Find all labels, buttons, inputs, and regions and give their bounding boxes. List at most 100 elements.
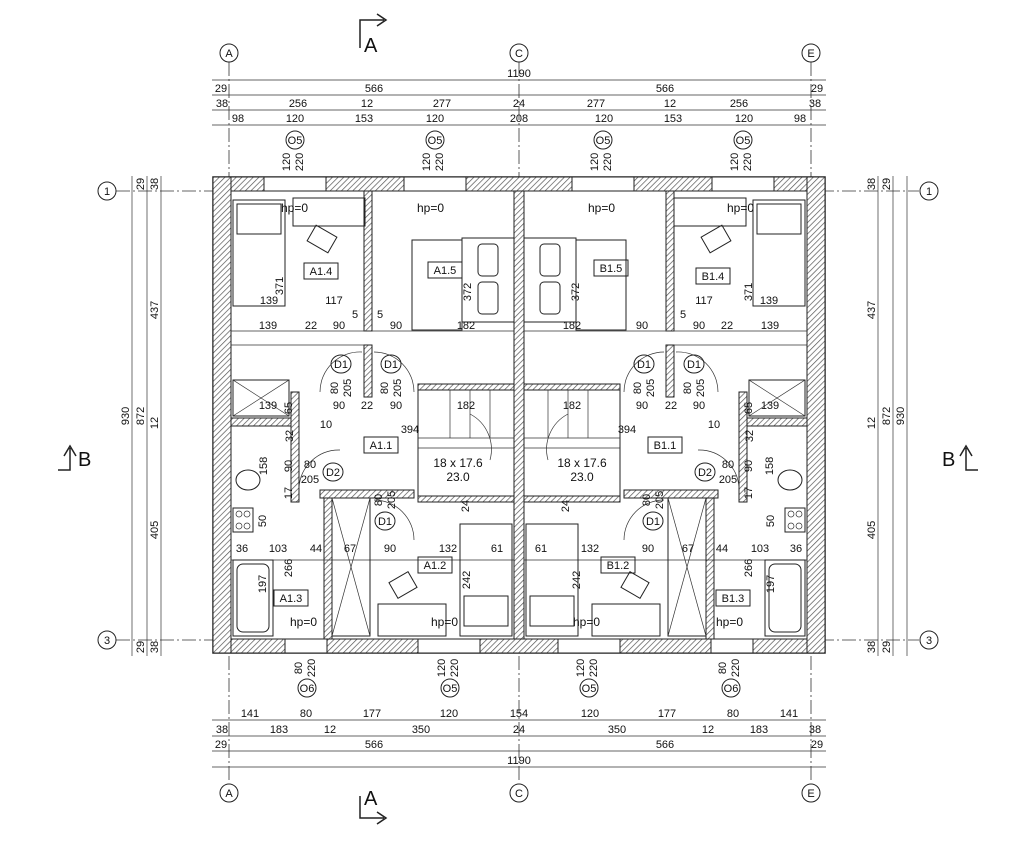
- svg-text:120: 120: [735, 113, 753, 125]
- svg-text:90: 90: [333, 320, 345, 332]
- svg-text:29: 29: [811, 739, 823, 751]
- svg-text:220: 220: [602, 153, 614, 171]
- svg-text:E: E: [807, 48, 814, 60]
- svg-text:12: 12: [361, 98, 373, 110]
- svg-text:153: 153: [664, 113, 682, 125]
- svg-text:90: 90: [283, 460, 295, 472]
- svg-text:17: 17: [283, 487, 295, 499]
- axis-bubble-1-left: 1: [97, 181, 117, 201]
- bed-b12: [525, 523, 579, 637]
- svg-text:O5: O5: [428, 135, 443, 147]
- svg-text:38: 38: [216, 98, 228, 110]
- svg-text:90: 90: [333, 400, 345, 412]
- axis-bubble-c-bottom: C: [509, 783, 529, 803]
- svg-text:B1.3: B1.3: [722, 593, 745, 605]
- room-label-b12: B1.2: [600, 556, 636, 574]
- svg-text:80: 80: [641, 494, 653, 506]
- svg-text:38: 38: [149, 178, 161, 190]
- axis-bubble-1-right: 1: [919, 181, 939, 201]
- svg-text:90: 90: [390, 320, 402, 332]
- svg-text:38: 38: [809, 724, 821, 736]
- svg-text:B: B: [942, 449, 955, 471]
- svg-text:182: 182: [457, 400, 475, 412]
- bottom-dimension-chain: 141 80 177 120 154 120 177 80 141 38 183…: [212, 708, 826, 768]
- room-label-b14: B1.4: [695, 267, 731, 285]
- svg-text:O6: O6: [300, 683, 315, 695]
- closet-a: [232, 379, 290, 417]
- axis-bubble-c-top: C: [509, 43, 529, 63]
- svg-text:80: 80: [300, 708, 312, 720]
- svg-text:B: B: [78, 449, 91, 471]
- stove-b: [784, 507, 806, 533]
- svg-text:10: 10: [708, 419, 720, 431]
- svg-text:158: 158: [258, 457, 270, 475]
- svg-text:24: 24: [513, 724, 525, 736]
- svg-text:12: 12: [866, 417, 878, 429]
- room-label-b11: B1.1: [647, 436, 683, 454]
- svg-text:120: 120: [595, 113, 613, 125]
- svg-text:3: 3: [104, 635, 110, 647]
- svg-text:80: 80: [727, 708, 739, 720]
- svg-text:120: 120: [286, 113, 304, 125]
- svg-text:405: 405: [149, 521, 161, 539]
- svg-text:90: 90: [390, 400, 402, 412]
- svg-text:29: 29: [881, 178, 893, 190]
- svg-text:220: 220: [742, 153, 754, 171]
- svg-text:220: 220: [730, 659, 742, 677]
- axis-bubble-e-top: E: [801, 43, 821, 63]
- svg-text:177: 177: [658, 708, 676, 720]
- svg-text:hp=0: hp=0: [727, 201, 754, 215]
- svg-text:hp=0: hp=0: [588, 201, 615, 215]
- svg-text:394: 394: [618, 424, 636, 436]
- svg-text:A: A: [225, 48, 233, 60]
- svg-text:1190: 1190: [507, 755, 531, 767]
- svg-text:872: 872: [135, 407, 147, 425]
- svg-text:371: 371: [743, 283, 755, 301]
- svg-text:80: 80: [293, 662, 305, 674]
- svg-text:182: 182: [563, 320, 581, 332]
- svg-text:O5: O5: [736, 135, 751, 147]
- svg-text:566: 566: [365, 83, 383, 95]
- section-marker-b-right: B: [942, 444, 978, 471]
- svg-text:29: 29: [215, 739, 227, 751]
- svg-text:90: 90: [636, 400, 648, 412]
- wardrobe-b: [667, 497, 707, 637]
- svg-text:930: 930: [120, 407, 132, 425]
- svg-text:C: C: [515, 48, 523, 60]
- svg-text:22: 22: [305, 320, 317, 332]
- svg-text:24: 24: [513, 98, 525, 110]
- axis-bubble-e-bottom: E: [801, 783, 821, 803]
- svg-text:61: 61: [535, 543, 547, 555]
- svg-text:29: 29: [135, 178, 147, 190]
- svg-text:22: 22: [361, 400, 373, 412]
- door-tag-d2-a: D2 80 205: [301, 459, 344, 486]
- room-label-a11: A1.1: [363, 436, 399, 454]
- svg-text:256: 256: [289, 98, 307, 110]
- window-tag-bottom-1: O6 80 220: [293, 659, 318, 698]
- svg-text:O5: O5: [288, 135, 303, 147]
- svg-text:D2: D2: [326, 467, 340, 479]
- door-tag-d1-b-lower: D1 80 205: [641, 491, 666, 531]
- svg-text:205: 205: [695, 379, 707, 397]
- svg-text:3: 3: [926, 635, 932, 647]
- closet-b: [748, 379, 806, 417]
- svg-text:A1.3: A1.3: [280, 593, 303, 605]
- svg-text:277: 277: [433, 98, 451, 110]
- svg-text:hp=0: hp=0: [417, 201, 444, 215]
- svg-text:120: 120: [426, 113, 444, 125]
- svg-text:E: E: [807, 788, 814, 800]
- svg-text:O5: O5: [582, 683, 597, 695]
- svg-text:1: 1: [926, 186, 932, 198]
- bed-a14: [232, 199, 286, 307]
- svg-text:120: 120: [440, 708, 458, 720]
- svg-text:220: 220: [588, 659, 600, 677]
- desk-a12: [377, 571, 447, 637]
- svg-text:350: 350: [608, 724, 626, 736]
- svg-text:120: 120: [729, 153, 741, 171]
- svg-text:C: C: [515, 788, 523, 800]
- svg-text:36: 36: [790, 543, 802, 555]
- svg-text:D1: D1: [687, 359, 701, 371]
- svg-text:205: 205: [645, 379, 657, 397]
- axis-bubble-3-left: 3: [97, 630, 117, 650]
